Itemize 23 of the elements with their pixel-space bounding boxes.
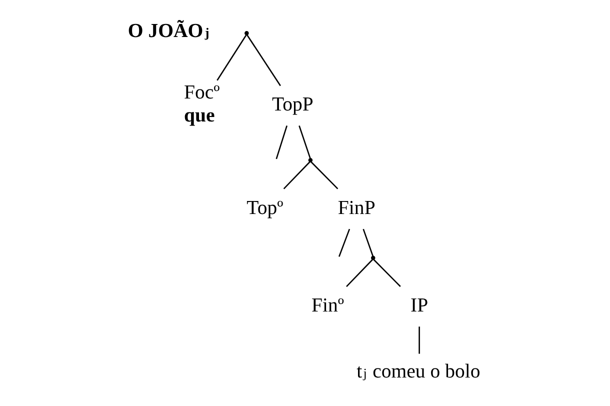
connector	[275, 125, 288, 159]
node-text: IP	[410, 294, 428, 316]
node-text: tj comeu o bolo	[356, 360, 480, 382]
connector	[372, 258, 400, 286]
label: O JOÃOj	[127, 19, 209, 42]
connector	[310, 160, 338, 189]
node-point	[370, 255, 375, 260]
node-label: que	[183, 104, 214, 126]
node-text: TopP	[271, 93, 313, 116]
connector	[346, 258, 373, 286]
node-text: Finº	[311, 294, 344, 316]
connector	[298, 124, 310, 158]
node-text: FinP	[337, 196, 375, 218]
connector	[216, 34, 246, 80]
node-point	[308, 158, 312, 162]
connector	[282, 160, 310, 189]
connector	[338, 228, 350, 256]
connector	[418, 326, 420, 354]
connector	[362, 228, 374, 256]
node-text: Focº	[183, 81, 220, 104]
node-point	[244, 30, 248, 35]
node-text: Topº	[246, 196, 283, 218]
connector	[246, 34, 280, 86]
